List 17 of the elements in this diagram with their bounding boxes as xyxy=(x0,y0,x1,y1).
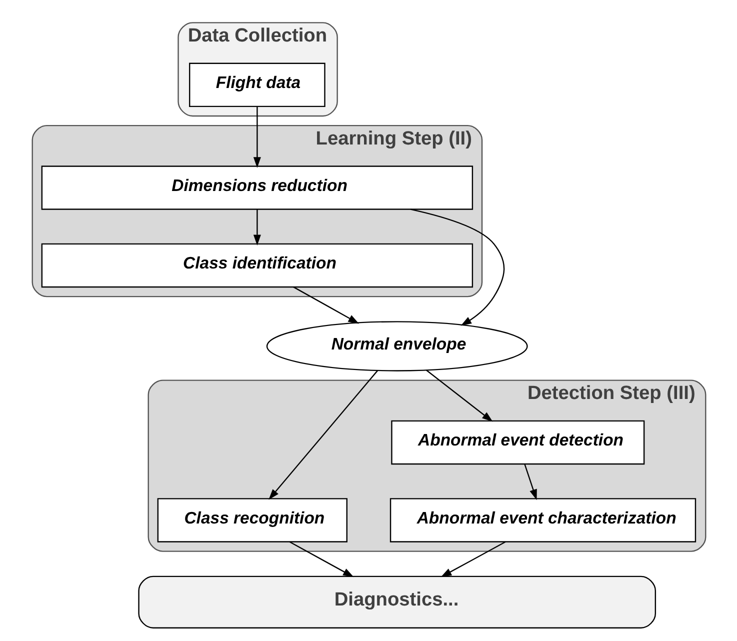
node-box: Flight data xyxy=(188,62,325,108)
node-box: Diagnostics... xyxy=(138,576,656,628)
node-box: Class recognition xyxy=(156,498,347,542)
arrow xyxy=(440,541,506,578)
arrow xyxy=(252,210,260,246)
node-box: Abnormal event characterization xyxy=(389,498,696,542)
arrow xyxy=(268,370,378,500)
arrow xyxy=(410,208,504,326)
arrow xyxy=(288,541,354,578)
arrow xyxy=(425,370,492,422)
arrow xyxy=(252,106,260,168)
arrow xyxy=(524,464,536,500)
node-box: Class identification xyxy=(40,243,473,288)
node-ellipse: Normal envelope xyxy=(266,321,528,372)
arrow xyxy=(292,286,359,324)
node-box: Dimensions reduction xyxy=(40,166,473,210)
node-box: Abnormal event detection xyxy=(390,420,644,465)
